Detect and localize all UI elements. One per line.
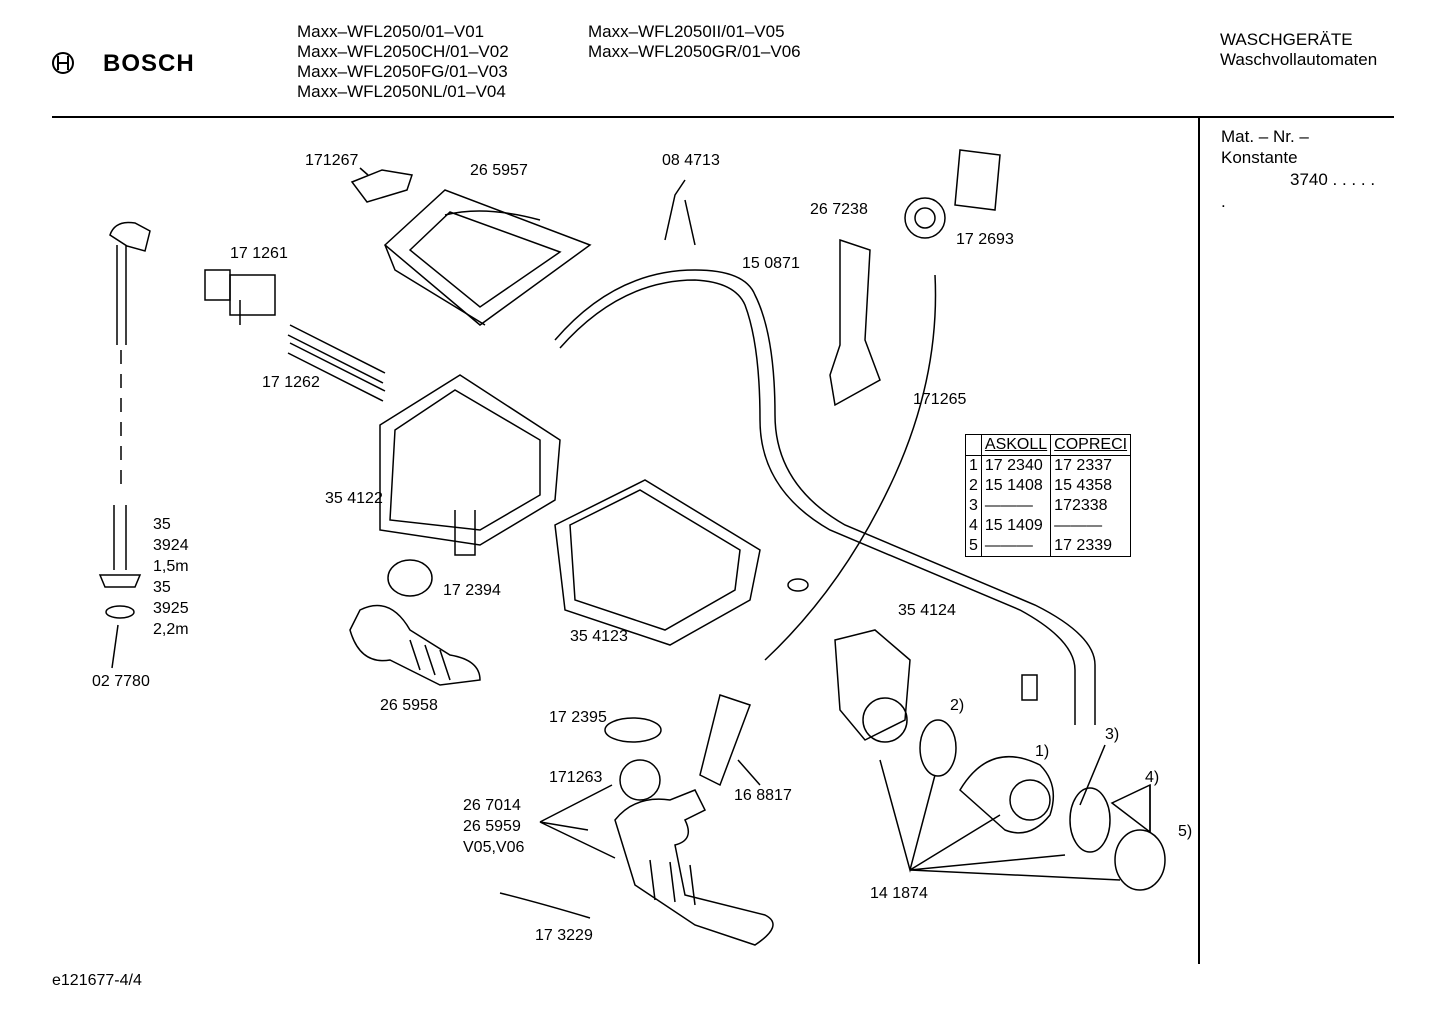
part-label: 26 5957 [470,162,528,179]
model-name: Maxx–WFL2050/01–V01 [297,22,485,41]
document-id: e121677-4/4 [52,972,142,989]
model-list-col1: Maxx–WFL2050/01–V01 Maxx–WFL2050CH/01–V0… [297,22,509,102]
part-label: 35 [153,516,171,533]
table-row: 2 15 1408 15 4358 [966,476,1131,496]
table-header-row: ASKOLL COPRECI [965,434,1131,456]
table-row: 3 ——— 172338 [966,496,1131,516]
brand-name: BOSCH [103,50,195,77]
table-cell: 172338 [1050,496,1131,516]
table-header-cell: ASKOLL [980,434,1051,456]
table-cell: ——— [980,536,1051,557]
side-konstante-value: 3740 . . . . . [1290,170,1376,189]
part-label: 171265 [913,391,967,408]
part-label: 17 3229 [535,927,593,944]
table-cell: 5 [969,537,978,554]
category-main: WASCHGERÄTE [1220,30,1353,49]
table-cell: 4 [969,517,978,534]
part-label: 17 2693 [956,231,1014,248]
table-row: 1 17 2340 17 2337 [966,455,1131,476]
model-list-col2: Maxx–WFL2050II/01–V05 Maxx–WFL2050GR/01–… [588,22,801,62]
side-dot: . [1221,192,1226,211]
part-label: 26 7238 [810,201,868,218]
part-label: 14 1874 [870,885,928,902]
model-name: Maxx–WFL2050FG/01–V03 [297,62,508,81]
part-label: 35 4122 [325,490,383,507]
model-name: Maxx–WFL2050II/01–V05 [588,22,785,41]
part-label: 17 2394 [443,582,501,599]
part-label: 171263 [549,769,603,786]
table-header-cell [965,434,982,456]
table-header-cell: COPRECI [1050,434,1131,456]
part-label: 1,5m [153,558,189,575]
part-label: 3924 [153,537,189,554]
model-name: Maxx–WFL2050CH/01–V02 [297,42,509,61]
part-label: 35 [153,579,171,596]
part-label: 4) [1145,769,1160,786]
part-label: 3925 [153,600,189,617]
model-name: Maxx–WFL2050GR/01–V06 [588,42,801,61]
table-cell: 15 4358 [1050,476,1131,496]
part-label: 26 5958 [380,697,438,714]
table-cell: 17 2340 [980,455,1051,476]
part-label: 35 4124 [898,602,956,619]
category-sub: Waschvollautomaten [1220,50,1378,69]
table-cell: 1 [969,457,978,474]
table-cell: ——— [980,496,1051,516]
part-label: V05,V06 [463,839,525,856]
category: WASCHGERÄTE Waschvollautomaten [1220,30,1377,70]
part-label: 02 7780 [92,673,150,690]
part-label: 17 2395 [549,709,607,726]
table-row: 4 15 1409 ——— [966,516,1131,536]
side-mat-label: Mat. – Nr. – [1221,127,1309,146]
model-name: Maxx–WFL2050NL/01–V04 [297,82,506,101]
part-label: 3) [1105,726,1120,743]
part-label: 2,2m [153,621,189,638]
part-label: 15 0871 [742,255,800,272]
part-label: 17 1261 [230,245,288,262]
supplier-parts-table: ASKOLL COPRECI 1 17 2340 17 2337 2 15 14… [965,434,1132,557]
part-label: 5) [1178,823,1193,840]
table-row: 5 ——— 17 2339 [966,536,1131,557]
part-label: 17 1262 [262,374,320,391]
part-label: 35 4123 [570,628,628,645]
part-label: 1) [1035,743,1050,760]
part-label: 08 4713 [662,152,720,169]
table-cell: ——— [1050,516,1131,536]
table-cell: 3 [969,497,978,514]
table-cell: 17 2337 [1050,455,1131,476]
table-cell: 2 [969,477,978,494]
table-cell: 15 1408 [980,476,1051,496]
table-cell: 15 1409 [980,516,1051,536]
part-label: 16 8817 [734,787,792,804]
part-label: 171267 [305,152,359,169]
part-label: 26 7014 [463,797,521,814]
part-label: 26 5959 [463,818,521,835]
part-label: 2) [950,697,965,714]
table-cell: 17 2339 [1050,536,1131,557]
side-konstante-label: Konstante [1221,148,1298,167]
bosch-logo-icon [52,52,74,74]
